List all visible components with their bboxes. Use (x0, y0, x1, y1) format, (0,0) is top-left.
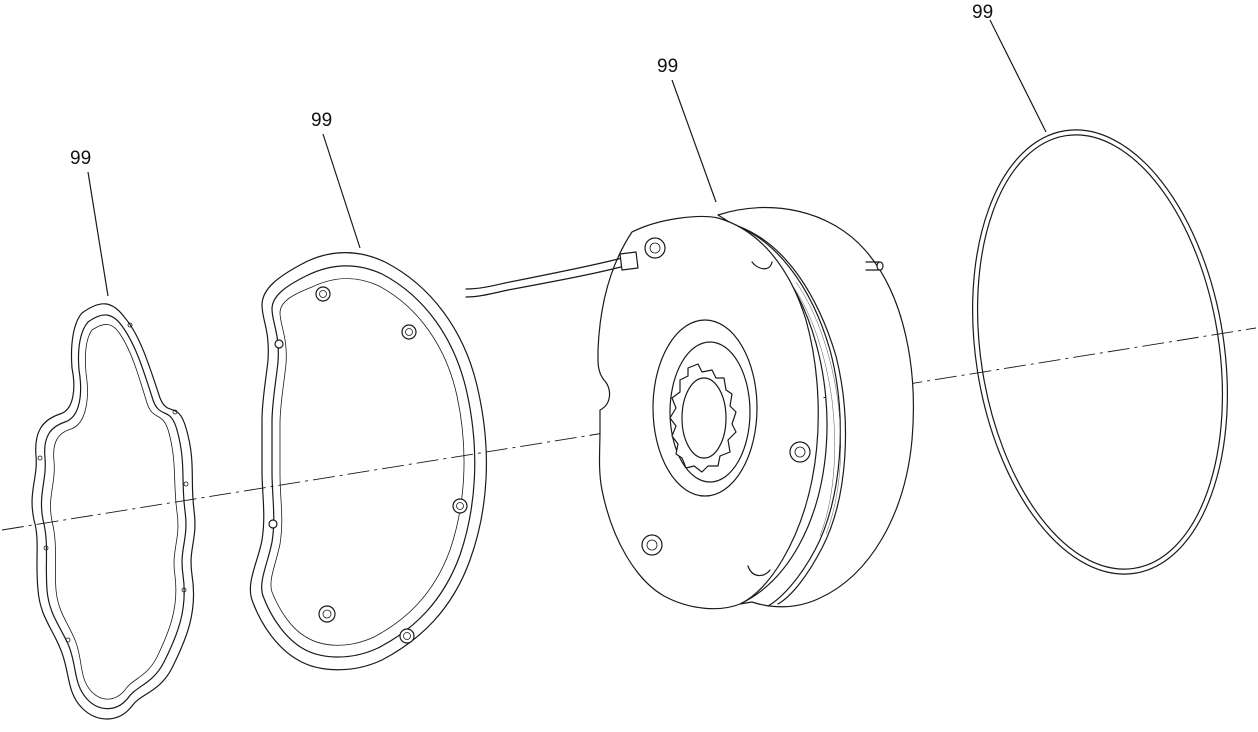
callout-label-1: 99 (70, 148, 91, 169)
leader-line-1 (87, 171, 109, 297)
o-ring-part (972, 19, 1228, 575)
leader-line-2 (322, 133, 361, 249)
gasket-flange-part (249, 133, 487, 671)
callout-label-3: 99 (657, 56, 678, 77)
gasket-left-part (31, 171, 196, 720)
callout-label-2: 99 (311, 110, 332, 131)
brake-assembly-part (465, 79, 914, 610)
callout-label-4: 99 (972, 2, 993, 23)
leader-line-3 (671, 79, 717, 203)
leader-line-4 (989, 19, 1047, 133)
